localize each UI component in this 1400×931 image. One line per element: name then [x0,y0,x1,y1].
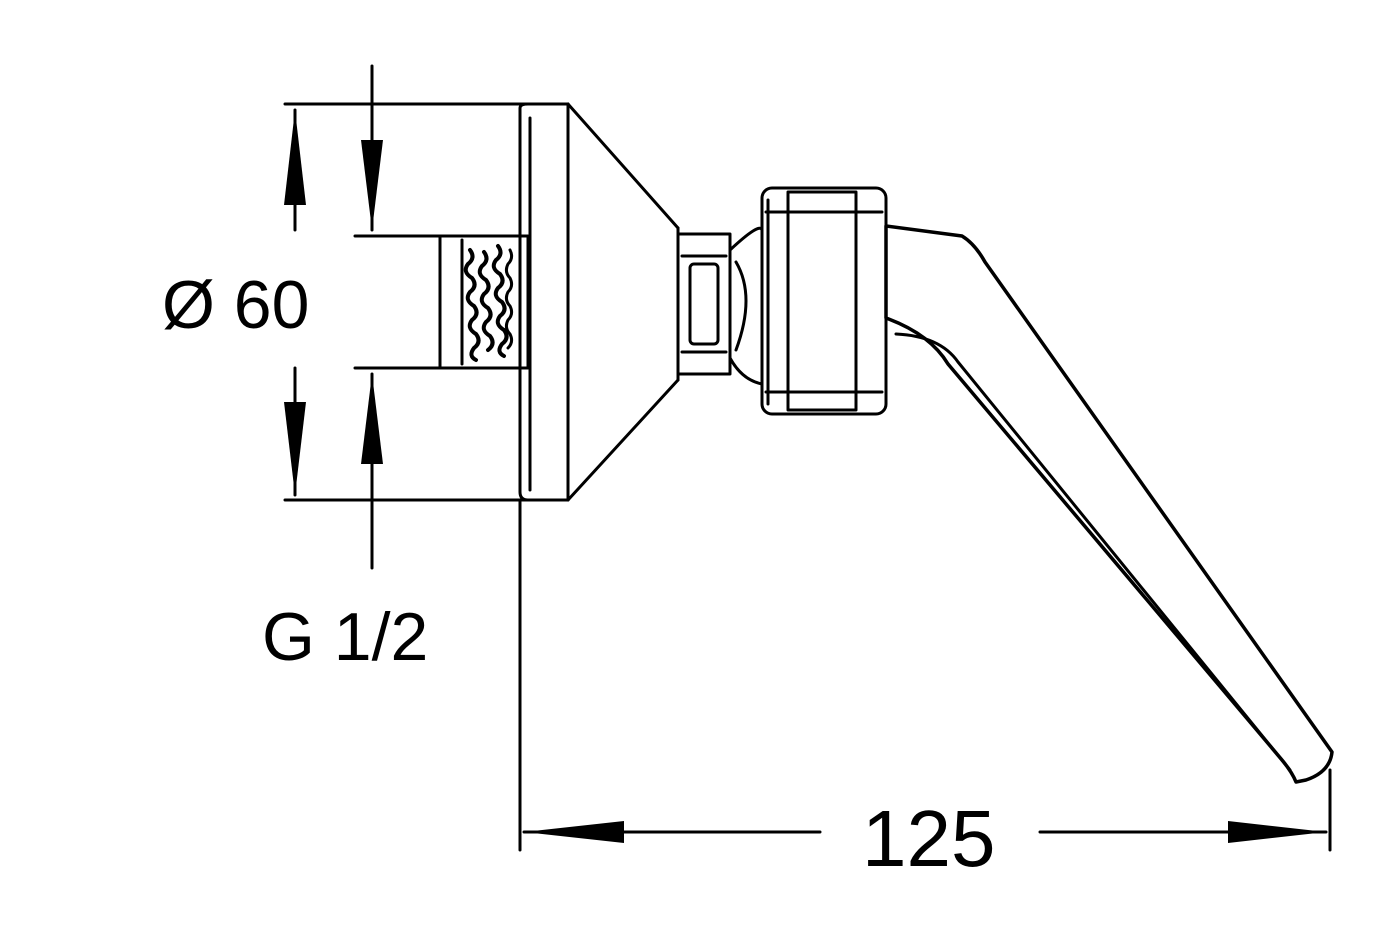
arrowhead-down [361,140,383,230]
length-label: 125 [862,794,995,883]
arrowhead-right [1228,821,1326,843]
thread-stub [438,234,530,370]
arrowhead-down [284,402,306,495]
wall-flange [518,102,680,502]
length-dimension [522,821,1328,843]
arrowhead-up [284,110,306,205]
arrowhead-left [524,821,624,843]
thread-label: G 1/2 [262,599,428,675]
arrowhead-up [361,374,383,464]
diameter-dimension [284,108,306,497]
hex-nut [676,232,732,376]
diameter-extension-lines [283,102,570,502]
length-extension-lines [518,498,1332,852]
ball-joint [728,226,764,386]
thread-dimension [361,64,383,570]
diameter-label: Ø 60 [162,267,309,343]
lever-handle [884,224,1334,784]
knurled-ring [760,186,888,416]
